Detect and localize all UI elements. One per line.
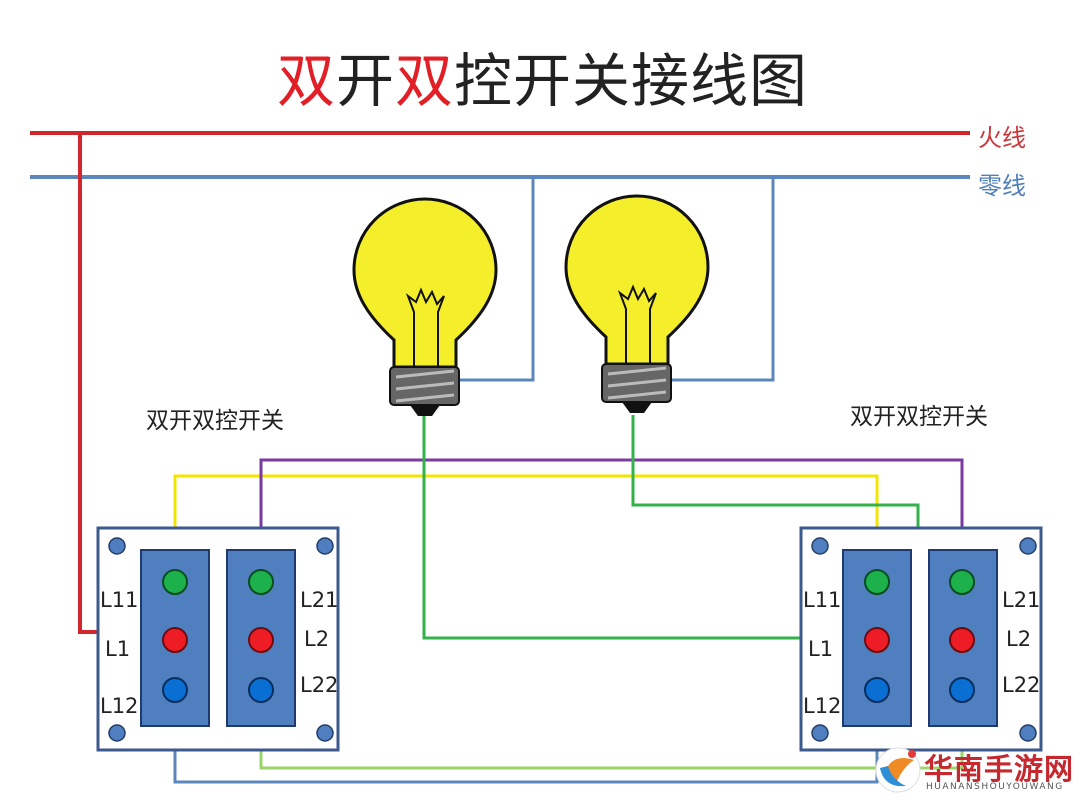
switch-left-title: 双开双控开关: [146, 408, 284, 434]
terminal-l22: [949, 677, 975, 703]
watermark-name: 华南手游网: [924, 752, 1075, 786]
title-part: 开: [335, 47, 395, 115]
page-title: 双开双控开关接线图: [0, 46, 1085, 116]
live-wire-label: 火线: [978, 124, 1026, 152]
label-l2: L2: [1006, 627, 1032, 651]
bulb-glass: [352, 197, 498, 369]
bulb-filament: [617, 284, 657, 364]
terminal-l22: [248, 677, 274, 703]
purple-traveller-wire: [259, 458, 964, 582]
bulb-glass: [564, 194, 710, 366]
neutral-drop-lamp1: [456, 177, 535, 382]
switch-plate: [96, 526, 340, 752]
bulb-tip: [622, 402, 652, 413]
watermark-logo-icon: [875, 747, 921, 793]
title-part: 双: [395, 47, 455, 115]
terminal-l11: [864, 569, 890, 595]
label-l1: L1: [105, 637, 131, 661]
bulb-tip: [410, 405, 440, 416]
terminal-l2: [248, 627, 274, 653]
label-l2: L2: [304, 627, 330, 651]
watermark-sub: HUANANSHOUYOUWANG: [926, 782, 1064, 792]
lamp-1: [352, 197, 498, 416]
switch-right-title: 双开双控开关: [850, 404, 988, 430]
label-l21: L21: [1002, 588, 1041, 612]
terminal-l21: [248, 569, 274, 595]
terminal-l12: [864, 677, 890, 703]
switch-right: [799, 526, 1043, 752]
watermark: 华南手游网 HUANANSHOUYOUWANG: [872, 744, 1085, 800]
label-l11: L11: [100, 588, 139, 612]
terminal-l1: [162, 627, 188, 653]
label-l12: L12: [100, 694, 139, 718]
label-l12: L12: [803, 694, 842, 718]
label-l11: L11: [803, 588, 842, 612]
terminal-l12: [162, 677, 188, 703]
green-lamp1-wire: [422, 415, 876, 640]
terminal-l1: [864, 627, 890, 653]
label-l21: L21: [300, 588, 339, 612]
label-l22: L22: [300, 673, 339, 697]
terminal-l11: [162, 569, 188, 595]
neutral-drop-lamp2: [668, 177, 775, 382]
label-l22: L22: [1002, 673, 1041, 697]
lamp-2: [564, 194, 710, 413]
terminal-l2: [949, 627, 975, 653]
terminal-l21: [949, 569, 975, 595]
neutral-wire-label: 零线: [978, 172, 1026, 200]
switch-plate: [799, 526, 1043, 752]
title-part: 双: [276, 47, 336, 115]
title-part: 控开关接线图: [454, 47, 809, 115]
switch-left: [96, 526, 340, 752]
bulb-filament: [405, 287, 445, 367]
label-l1: L1: [808, 637, 834, 661]
